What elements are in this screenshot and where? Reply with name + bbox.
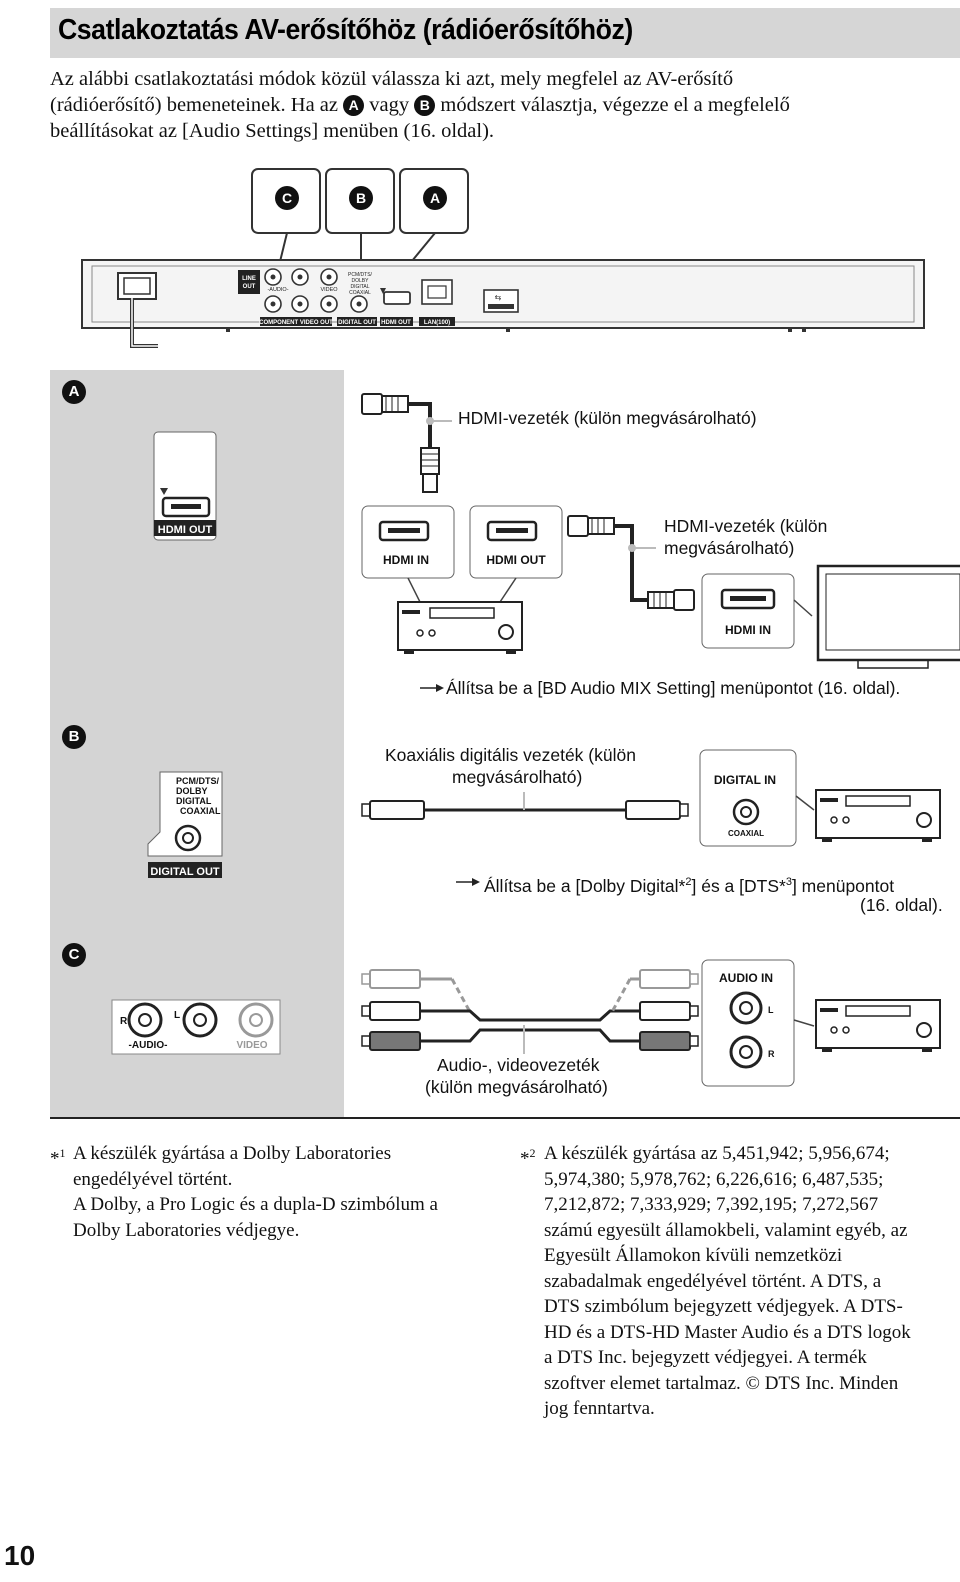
method-b-label: B [414, 95, 436, 116]
svg-text:OUT: OUT [243, 284, 256, 290]
svg-text:DOLBY: DOLBY [176, 786, 208, 796]
section-a-left-panel [50, 370, 344, 714]
svg-text:COMPONENT VIDEO OUT: COMPONENT VIDEO OUT [259, 320, 333, 326]
callout-b: B [325, 168, 395, 276]
footnote-1-line: A készülék gyártása a Dolby Laboratories [73, 1143, 392, 1164]
footnote-separator [50, 1117, 960, 1119]
section-b-cable-caption-2: megvásárolható) [452, 767, 583, 787]
intro-line-2a: (rádióerősítő) bemeneteinek. Ha az [50, 94, 339, 116]
intro-line-1: Az alábbi csatlakoztatási módok közül vá… [50, 68, 734, 90]
svg-text:DIGITAL OUT: DIGITAL OUT [150, 866, 220, 878]
svg-text:⇆: ⇆ [495, 293, 502, 302]
intro-line-3: beállításokat az [Audio Settings] menübe… [50, 120, 495, 142]
footnote-2-line: HD és a DTS-HD Master Audio és a DTS log… [544, 1321, 911, 1343]
footnote-2-line: szabadalmak engedélyével történt. A DTS,… [544, 1270, 882, 1292]
svg-text:HDMI IN: HDMI IN [383, 553, 429, 567]
svg-text:COAXIAL: COAXIAL [180, 806, 221, 816]
svg-text:DIGITAL: DIGITAL [176, 796, 212, 806]
footnote-2-sup: 2 [529, 1146, 536, 1160]
svg-text:HDMI OUT: HDMI OUT [158, 524, 213, 536]
section-b-note-2: (16. oldal). [860, 895, 943, 915]
section-a-badge: A [62, 380, 86, 404]
footnote-2: *2 A készülék gyártása az 5,451,942; 5,9… [520, 1141, 960, 1422]
intro-line-2c: módszert választja, végezze el a megfele… [440, 94, 790, 116]
callout-a: A [397, 168, 469, 279]
section-a-diagram: HDMI OUT HDMI IN HDMI OUT HDMI IN [153, 393, 960, 692]
svg-text:R: R [120, 1016, 128, 1027]
section-b-note-sup-2: 3 [785, 876, 792, 888]
section-b-note-part-c: ] menüpontot [791, 875, 895, 896]
footnote-1-sup: 1 [59, 1146, 66, 1160]
footnote-2-line: 7,212,872; 7,333,929; 7,392,195; 7,272,5… [544, 1194, 879, 1215]
svg-text:DIGITAL OUT: DIGITAL OUT [338, 320, 376, 326]
svg-text:-AUDIO-: -AUDIO- [129, 1040, 168, 1051]
section-b-note-part-a: Állítsa be a [Dolby Digital* [484, 875, 686, 896]
section-a-cable1-caption: HDMI-vezeték (külön megvásárolható) [458, 408, 757, 428]
svg-text:DIGITAL IN: DIGITAL IN [714, 773, 776, 787]
svg-text:HDMI IN: HDMI IN [725, 623, 771, 637]
section-b-badge: B [62, 725, 86, 749]
footnote-1-line: engedélyével történt. [73, 1168, 233, 1190]
svg-text:LINE: LINE [242, 276, 256, 282]
svg-text:DOLBY: DOLBY [352, 278, 370, 284]
intro-line-2: (rádióerősítő) bemeneteinek. Ha az A vag… [50, 92, 950, 118]
svg-text:VIDEO: VIDEO [320, 287, 338, 293]
svg-text:R: R [768, 1049, 775, 1059]
footnote-1-line: Dolby Laboratories védjegye. [73, 1219, 300, 1241]
section-c-cable-caption-2: (külön megvásárolható) [425, 1077, 608, 1097]
svg-text:PCM/DTS/: PCM/DTS/ [176, 776, 220, 786]
footnote-1-line: A Dolby, a Pro Logic és a dupla-D szimbó… [73, 1194, 438, 1215]
svg-text:HDMI OUT: HDMI OUT [486, 553, 546, 567]
section-b-cable-caption-1: Koaxiális digitális vezeték (külön [385, 745, 636, 765]
svg-text:A: A [430, 190, 440, 206]
page-number: 10 [4, 1540, 36, 1571]
method-a-label: A [343, 95, 365, 116]
footnote-2-line: számú egyesült államokbeli, valamint egy… [544, 1219, 908, 1241]
footnote-2-line: Egyesült Államokon kívüli nemzetközi [544, 1245, 843, 1266]
svg-text:LAN(100): LAN(100) [424, 320, 450, 326]
section-a-cable2-caption-1: HDMI-vezeték (külön [664, 516, 828, 536]
section-a-cable2-caption-2: megvásárolható) [664, 538, 795, 558]
svg-text:B: B [356, 190, 366, 206]
callout-c: C [251, 168, 321, 279]
svg-text:-AUDIO-: -AUDIO- [267, 287, 288, 293]
intro-text: Az alábbi csatlakoztatási módok közül vá… [50, 66, 950, 144]
svg-text:L: L [768, 1005, 774, 1015]
svg-text:DIGITAL: DIGITAL [350, 284, 369, 290]
page-title: Csatlakoztatás AV-erősítőhöz (rádióerősí… [58, 14, 633, 46]
svg-text:COAXIAL: COAXIAL [349, 290, 371, 296]
footnote-1-mark: * [50, 1148, 60, 1170]
footnote-2-line: 5,974,380; 5,978,762; 6,226,616; 6,487,5… [544, 1168, 884, 1190]
footnote-2-mark: * [520, 1148, 530, 1170]
section-b-note-1: Állítsa be a [Dolby Digital*2] és a [DTS… [484, 871, 894, 897]
title-bar [50, 8, 960, 58]
footnote-2-line: a DTS Inc. bejegyzett védjegyei. A termé… [544, 1347, 867, 1368]
svg-text:C: C [282, 190, 292, 206]
footnote-2-line: jog fenntartva. [544, 1398, 655, 1419]
svg-text:HDMI OUT: HDMI OUT [381, 320, 411, 326]
section-c-badge: C [62, 943, 86, 967]
section-a-note: Állítsa be a [BD Audio MIX Setting] menü… [446, 678, 901, 698]
footnote-2-line: DTS szimbólum bejegyzett védjegyek. A DT… [544, 1296, 903, 1317]
intro-line-2b: vagy [369, 94, 410, 116]
section-c-cable-caption-1: Audio-, videovezeték [437, 1055, 600, 1075]
footnote-2-line: A készülék gyártása az 5,451,942; 5,956,… [544, 1143, 890, 1164]
section-b-note-sup-1: 2 [685, 876, 692, 888]
rear-panel-diagram: C B A LINE OUT -AUDIO- VIDEO PCM/DTS/ DO… [81, 168, 925, 348]
svg-text:PCM/DTS/: PCM/DTS/ [348, 272, 373, 278]
section-b-diagram: PCM/DTS/ DOLBY DIGITAL COAXIAL DIGITAL O… [147, 749, 941, 886]
section-b-note-part-b: ] és a [DTS* [691, 875, 786, 896]
svg-text:COAXIAL: COAXIAL [728, 829, 764, 838]
svg-text:AUDIO IN: AUDIO IN [719, 971, 773, 985]
section-c-diagram: R L -AUDIO- VIDEO AUDIO IN L R [111, 959, 941, 1087]
footnote-2-line: szoftver elemet tartalmaz. © DTS Inc. Mi… [544, 1372, 899, 1394]
svg-text:VIDEO: VIDEO [236, 1040, 267, 1051]
svg-text:L: L [174, 1010, 180, 1021]
footnote-1: *1 A készülék gyártása a Dolby Laborator… [50, 1141, 490, 1243]
